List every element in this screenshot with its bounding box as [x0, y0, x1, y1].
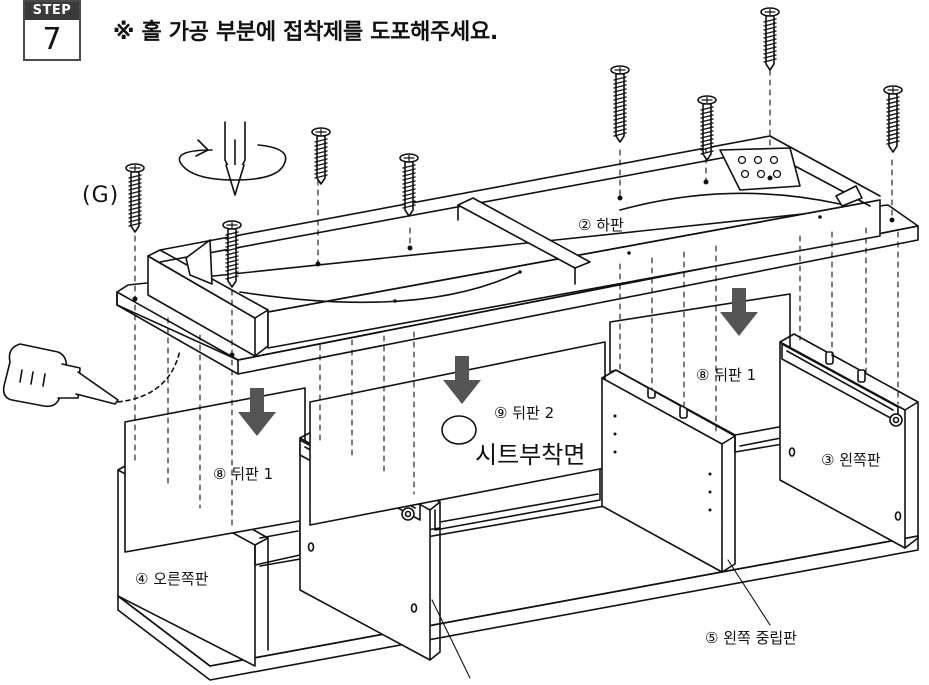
screw-icon: [125, 163, 145, 233]
screwdriver-icon: [178, 121, 287, 196]
bottom-panel-label: ② 하판: [578, 216, 624, 234]
left-center-panel-label: ⑤ 왼쪽 중립판: [705, 629, 797, 647]
left-panel-label: ③ 왼쪽판: [821, 451, 881, 469]
glue-bottle-icon: [2, 343, 181, 408]
screw-icon: [760, 7, 780, 71]
step-badge: STEP 7: [23, 0, 81, 61]
left-center-partition: [601, 369, 736, 573]
right-panel-label: ④ 오른쪽판: [135, 570, 209, 588]
screw-icon: [399, 153, 419, 217]
left-side-panel: [779, 333, 919, 549]
screws: [125, 7, 903, 288]
hardware-label: (G): [82, 183, 120, 208]
back-panel-1-left-label: ⑧ 뒤판 1: [213, 465, 274, 483]
back-panel-2-label: ⑨ 뒤판 2: [494, 404, 555, 422]
back-panel-1-right-label: ⑧ 뒤판 1: [696, 366, 757, 384]
down-arrows: [238, 288, 758, 436]
screw-icon: [883, 85, 903, 153]
leader-lines: [431, 559, 771, 679]
step-label: STEP: [25, 2, 79, 20]
sheet-side-label: 시트부착면: [475, 441, 586, 469]
guide-lines: [134, 69, 899, 531]
step-number: 7: [42, 22, 62, 57]
screw-icon: [610, 65, 630, 143]
screw-icon: [311, 127, 331, 185]
screw-icon: [222, 220, 242, 288]
upper-frame: [116, 135, 919, 375]
screw-icon: [697, 95, 717, 161]
instruction-text: ※ 홀 가공 부분에 접착제를 도포해주세요.: [113, 20, 498, 45]
